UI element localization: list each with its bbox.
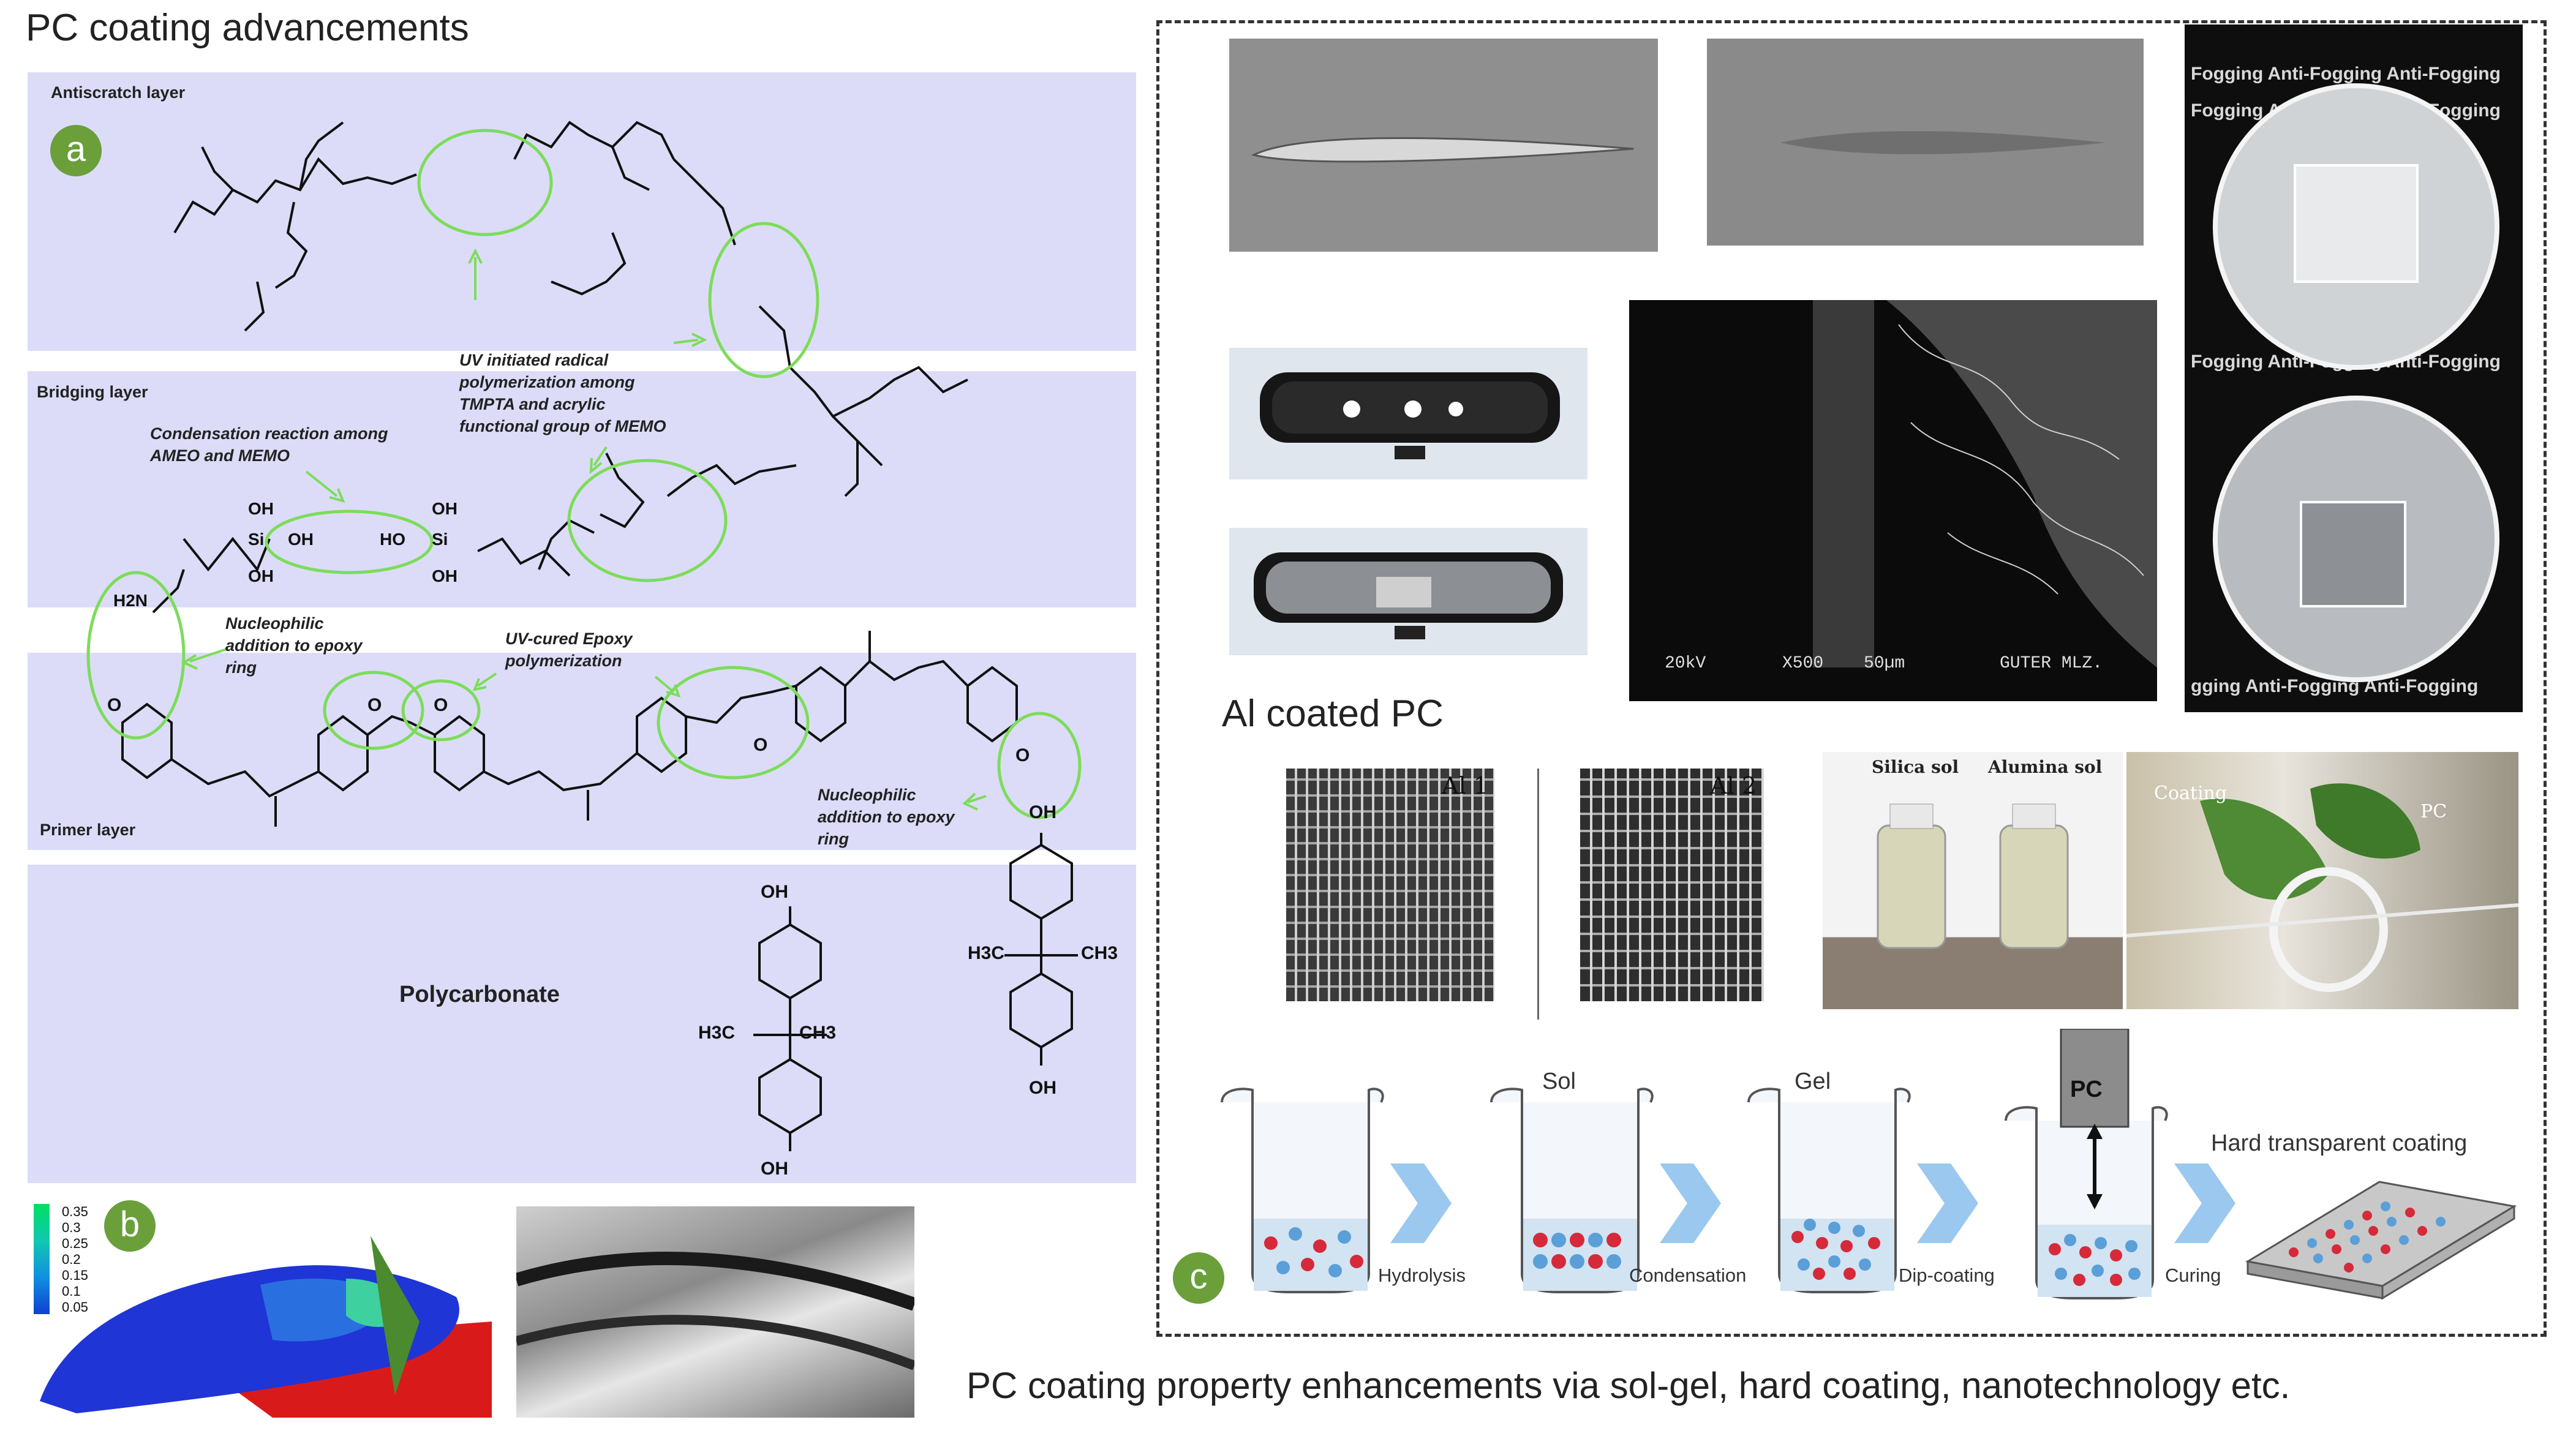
- atom-o-2: O: [367, 695, 382, 715]
- legend-02: 0.2: [62, 1252, 81, 1267]
- panel-c-frame: [1156, 20, 2547, 1337]
- coated-pc-photo: [516, 1206, 914, 1418]
- process-curing-label: Curing: [2165, 1265, 2221, 1286]
- page-title: PC coating advancements: [26, 7, 469, 49]
- annotation-uv-radical: UV initiated radical polymerization amon…: [459, 351, 666, 435]
- bridging-label: Bridging layer: [37, 383, 148, 401]
- badge-a: a: [50, 125, 102, 176]
- sem-bar: 50µm: [1864, 654, 1905, 673]
- mirror-photo-1: [1229, 348, 1587, 479]
- crosscut-label-1: Al 1: [1442, 772, 1488, 799]
- annotation-nucleophilic-left: Nucleophilic addition to epoxy ring: [225, 614, 363, 677]
- legend-03: 0.3: [62, 1220, 81, 1235]
- sem-lab: GUTER MLZ.: [2000, 654, 2103, 673]
- silica-sol-label: Silica sol: [1872, 757, 1959, 777]
- legend-025: 0.25: [62, 1236, 88, 1251]
- atom-oh-5: OH: [432, 566, 458, 585]
- atom-oh-1: OH: [248, 499, 274, 518]
- process-hard-coating-label: Hard transparent coating: [2211, 1130, 2468, 1156]
- scratch-sem-1: [1229, 39, 1658, 252]
- simulation-render: [40, 1236, 492, 1418]
- crosscut-photo-1: Al 1: [1286, 769, 1494, 1001]
- atom-oh-4: OH: [432, 499, 458, 518]
- atom-oh-8: OH: [761, 882, 788, 902]
- atom-h3c-1: H3C: [968, 943, 1005, 963]
- process-dip-coating-label: Dip-coating: [1899, 1265, 1995, 1286]
- atom-o-3: O: [434, 695, 448, 715]
- polycarbonate-label: Polycarbonate: [399, 982, 560, 1007]
- scratch-sem-2: [1707, 39, 2144, 246]
- atom-o-4: O: [753, 735, 768, 755]
- sol-bottles-photo: Silica sol Alumina sol: [1823, 752, 2123, 1009]
- chemical-structure-diagram: [86, 121, 1082, 1151]
- atom-oh-3: OH: [248, 566, 274, 585]
- sem-kv: 20kV: [1665, 654, 1706, 673]
- atom-h3c-2: H3C: [698, 1023, 736, 1043]
- process-sol-label: Sol: [1542, 1069, 1576, 1094]
- atom-ho: HO: [380, 530, 405, 549]
- pc-label: PC: [2420, 801, 2447, 822]
- antiscratch-band: [28, 72, 1136, 351]
- legend-01: 0.1: [62, 1284, 81, 1299]
- coating-demo-photo: Coating PC: [2126, 752, 2518, 1009]
- process-hydrolysis-label: Hydrolysis: [1378, 1265, 1466, 1286]
- antifog-photo: Fogging Anti-Fogging Anti-Fogging Foggin…: [2185, 24, 2523, 712]
- atom-ch3-1: CH3: [1081, 943, 1118, 963]
- alumina-sol-label: Alumina sol: [1988, 757, 2103, 777]
- atom-o-5: O: [1015, 745, 1030, 765]
- badge-c: c: [1173, 1252, 1224, 1304]
- crosscut-label-2: Al 2: [1710, 772, 1757, 799]
- al-coated-label: Al coated PC: [1222, 693, 1444, 735]
- legend-015: 0.15: [62, 1268, 88, 1283]
- process-pc-label: PC: [2070, 1077, 2103, 1102]
- process-condensation-label: Condensation: [1629, 1265, 1747, 1286]
- atom-oh-7: OH: [1029, 1078, 1056, 1098]
- legend-035: 0.35: [62, 1204, 88, 1219]
- sem-crosssection: 20kV X500 50µm GUTER MLZ.: [1629, 300, 2157, 701]
- coating-label: Coating: [2154, 783, 2228, 804]
- antifog-row-1: Fogging Anti-Fogging Anti-Fogging: [2191, 64, 2501, 84]
- sem-mag: X500: [1782, 654, 1824, 673]
- primer-label: Primer layer: [40, 821, 136, 839]
- annotation-nucleophilic-right: Nucleophilic addition to epoxy ring: [818, 786, 955, 848]
- atom-ch3-2: CH3: [799, 1023, 837, 1043]
- crosscut-photo-2: Al 2: [1580, 769, 1764, 1001]
- mirror-photo-2: [1229, 528, 1587, 655]
- sol-gel-process-diagram: [1221, 1029, 2517, 1300]
- atom-si-2: Si: [432, 530, 448, 549]
- atom-si-1: Si: [248, 530, 265, 549]
- atom-oh-6: OH: [1029, 802, 1056, 822]
- primer-band: [28, 653, 1136, 850]
- antiscratch-label: Antiscratch layer: [51, 83, 186, 102]
- crosscut-divider: [1537, 769, 1539, 1020]
- atom-o-1: O: [107, 695, 122, 715]
- legend-005: 0.05: [62, 1299, 88, 1315]
- figure-caption: PC coating property enhancements via sol…: [966, 1365, 2291, 1406]
- badge-b: b: [104, 1200, 156, 1252]
- annotation-uv-epoxy: UV-cured Epoxy polymerization: [505, 630, 633, 670]
- polycarbonate-band: [28, 865, 1136, 1183]
- simulation-plot: 0.35 0.3 0.25 0.2 0.15 0.1 0.05: [28, 1199, 492, 1418]
- atom-oh-2: OH: [288, 530, 314, 549]
- process-gel-label: Gel: [1795, 1069, 1831, 1094]
- atom-h2n: H2N: [113, 591, 148, 610]
- atom-oh-9: OH: [761, 1159, 788, 1179]
- annotation-condensation: Condensation reaction among AMEO and MEM…: [150, 424, 388, 465]
